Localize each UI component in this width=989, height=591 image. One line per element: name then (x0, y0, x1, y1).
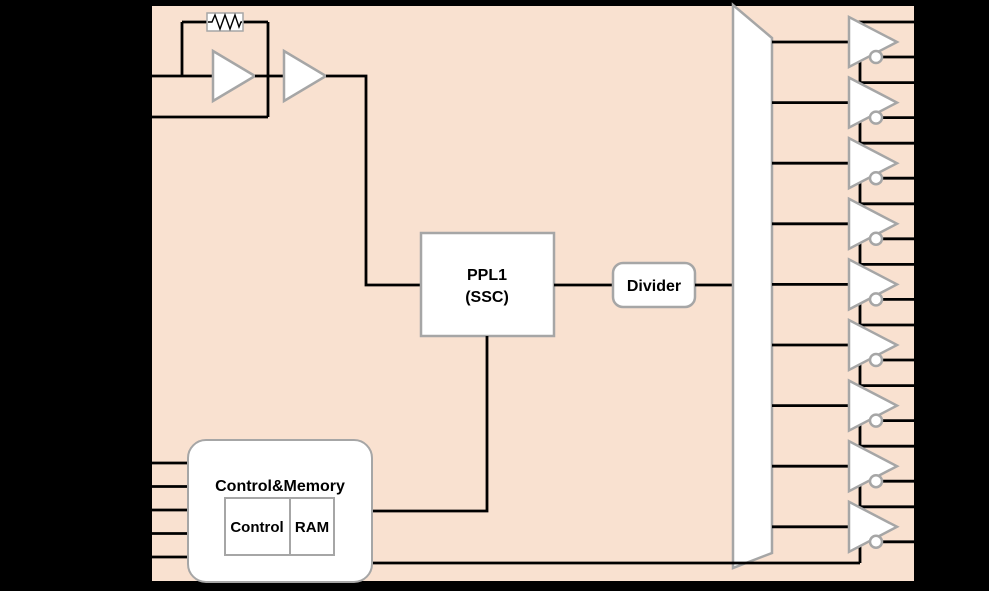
control-memory-section: Control&Memory Control RAM (144, 439, 860, 583)
inverting-bubble-icon (868, 413, 884, 428)
inverting-bubble-icon (868, 292, 884, 307)
control-label: Control (230, 519, 283, 536)
oscillator-buffer-triangle (282, 48, 329, 104)
inverting-bubble-icon (868, 231, 884, 247)
output-buffer-channel (772, 196, 922, 265)
output-buffer-channel (772, 499, 922, 563)
ram-label: RAM (295, 519, 329, 536)
output-buffer-array (772, 14, 922, 563)
fanout-mux-trapezoid (731, 2, 774, 570)
control-box (224, 497, 291, 556)
control-memory-title: Control&Memory (215, 478, 345, 495)
output-buffer-channel (772, 439, 922, 507)
output-buffer-channel (772, 14, 922, 83)
inverting-bubble-icon (868, 110, 884, 125)
pll-label-line2: (SSC) (465, 289, 509, 306)
inverting-bubble-icon (868, 473, 884, 489)
pll-label-line1: PPL1 (467, 267, 507, 284)
output-buffer-channel (772, 257, 922, 325)
ram-box (289, 497, 335, 556)
oscillator-amplifier-triangle (211, 48, 258, 104)
divider-label: Divider (627, 278, 681, 295)
control-input-pins (144, 461, 190, 559)
inverting-bubble-icon (868, 170, 884, 186)
crystal-oscillator (144, 12, 421, 287)
pll-to-control-wire (373, 336, 489, 513)
output-buffer-channel (772, 75, 922, 144)
inverting-bubble-icon (868, 534, 884, 550)
output-buffer-channel (772, 378, 922, 447)
oscillator-to-pll-wire (326, 74, 421, 287)
pll-section: PPL1 (SSC) (373, 231, 613, 513)
divider-section: Divider (611, 261, 733, 309)
inverting-bubble-icon (868, 352, 884, 368)
output-buffer-channel (772, 317, 922, 386)
resistor-zigzag-icon (208, 12, 242, 32)
pll-box (419, 231, 556, 338)
output-buffer-channel (772, 136, 922, 204)
inverting-bubble-icon (868, 49, 884, 65)
